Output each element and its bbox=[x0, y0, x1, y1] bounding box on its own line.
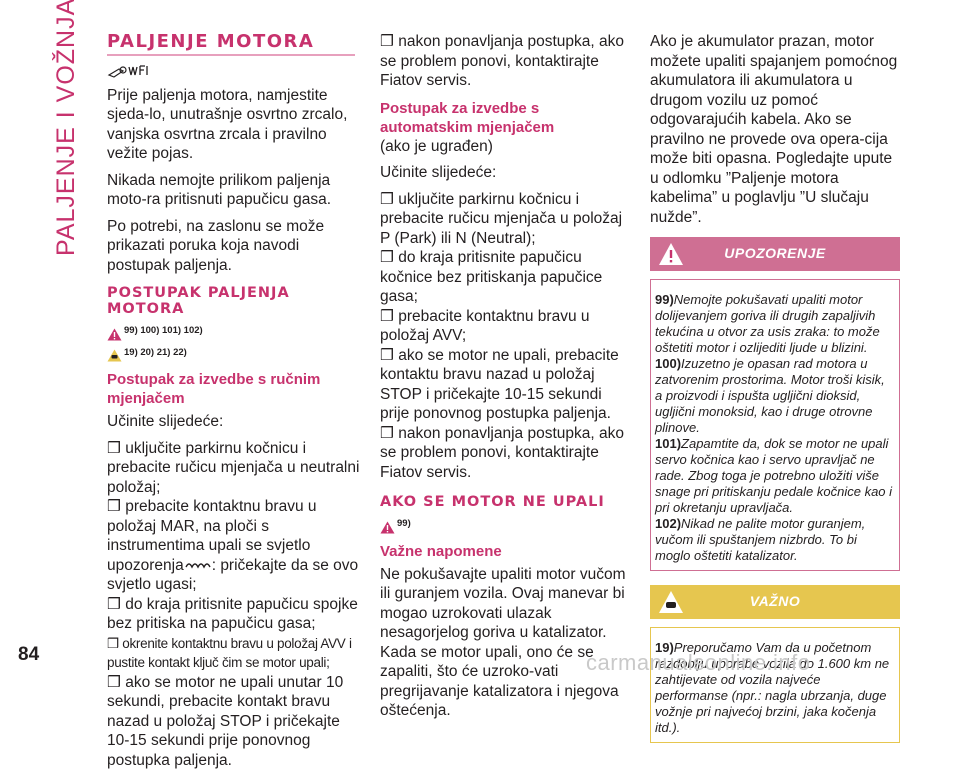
important-refs: 19) 20) 21) 22) bbox=[107, 343, 362, 363]
warning-99: 99)Nemojte pokušavati upaliti motor doli… bbox=[655, 292, 895, 356]
warning-refs-text: 99) 100) 101) 102) bbox=[124, 321, 203, 341]
warning-refs: 99) 100) 101) 102) bbox=[107, 321, 362, 341]
auto-step-5: ❒ nakon ponavljanja postupka, ako se pro… bbox=[380, 424, 632, 483]
intro-paragraph-1: Prije paljenja motora, namjestite sjeda-… bbox=[107, 86, 362, 164]
important-box: 19)Preporučamo Vam da u početnom razdobl… bbox=[650, 627, 900, 743]
warning-101: 101)Zapamtite da, dok se motor ne upali … bbox=[655, 436, 895, 516]
column-1: PALJENJE MOTORA Prije paljenja motora, n… bbox=[107, 32, 362, 770]
column-3: Ako je akumulator prazan, motor možete u… bbox=[650, 32, 900, 743]
warning-101-num: 101) bbox=[655, 436, 681, 451]
auto-step-1: ❒ uključite parkirnu kočnicu i prebacite… bbox=[380, 190, 632, 249]
manual-step-3: ❒ do kraja pritisnite papučicu spojke be… bbox=[107, 595, 362, 634]
no-start-refs: 99) bbox=[380, 514, 632, 534]
chapter-side-title-text: PALJENJE I VOŽNJA bbox=[52, 0, 81, 256]
warning-99-num: 99) bbox=[655, 292, 674, 307]
warning-101-text: Zapamtite da, dok se motor ne upali serv… bbox=[655, 436, 892, 515]
page-title: PALJENJE MOTORA bbox=[107, 32, 355, 56]
manual-step-2: ❒ prebacite kontaktnu bravu u položaj MA… bbox=[107, 497, 362, 595]
warning-box: 99)Nemojte pokušavati upaliti motor doli… bbox=[650, 279, 900, 571]
important-notes-title: Važne napomene bbox=[380, 542, 632, 561]
intro-paragraph-3: Po potrebi, na zaslonu se može prikazati… bbox=[107, 217, 362, 276]
warning-triangle-icon bbox=[107, 328, 122, 341]
engine-no-start-title: AKO SE MOTOR NE UPALI bbox=[380, 494, 632, 510]
auto-step-3: ❒ prebacite kontaktnu bravu u položaj AV… bbox=[380, 307, 632, 346]
manual-step-6: ❒ nakon ponavljanja postupka, ako se pro… bbox=[380, 32, 632, 91]
manual-step-4: ❒ okrenite kontaktnu bravu u položaj AVV… bbox=[107, 634, 362, 673]
manual-step-5: ❒ ako se motor ne upali unutar 10 sekund… bbox=[107, 673, 362, 770]
important-car-icon bbox=[107, 349, 122, 362]
warning-102-num: 102) bbox=[655, 516, 681, 531]
important-refs-text: 19) 20) 21) 22) bbox=[124, 343, 187, 363]
warning-banner-title: UPOZORENJE bbox=[724, 244, 825, 264]
column-2: ❒ nakon ponavljanja postupka, ako se pro… bbox=[380, 32, 632, 728]
warning-102: 102)Nikad ne palite motor guranjem, vučo… bbox=[655, 516, 895, 564]
warning-banner: UPOZORENJE bbox=[650, 237, 900, 271]
automatic-note: (ako je ugrađen) bbox=[380, 137, 632, 157]
page-number: 84 bbox=[18, 644, 39, 666]
auto-step-4: ❒ ako se motor ne upali, prebacite konta… bbox=[380, 346, 632, 424]
battery-paragraph: Ako je akumulator prazan, motor možete u… bbox=[650, 32, 900, 227]
chapter-side-title: PALJENJE I VOŽNJA bbox=[52, 36, 80, 256]
warning-100: 100)Izuzetno je opasan rad motora u zatv… bbox=[655, 356, 895, 436]
warning-100-num: 100) bbox=[655, 356, 681, 371]
important-banner: VAŽNO bbox=[650, 585, 900, 619]
manual-step-1: ❒ uključite parkirnu kočnicu i prebacite… bbox=[107, 439, 362, 498]
warning-triangle-icon bbox=[658, 242, 684, 266]
important-banner-title: VAŽNO bbox=[750, 592, 800, 612]
warning-triangle-icon bbox=[380, 521, 395, 534]
glow-plug-light-icon bbox=[184, 559, 212, 571]
intro-paragraph-2: Nikada nemojte prilikom paljenja moto-ra… bbox=[107, 171, 362, 210]
auto-step-2: ❒ do kraja pritisnite papučicu kočnice b… bbox=[380, 248, 632, 307]
auto-do-following-text: Učinite slijedeće: bbox=[380, 163, 632, 183]
watermark: carmanualsonline.info bbox=[586, 650, 811, 676]
section-title-start-procedure: POSTUPAK PALJENJA MOTORA bbox=[107, 285, 362, 317]
do-following-text: Učinite slijedeće: bbox=[107, 412, 362, 432]
key-ignition-icon bbox=[107, 62, 151, 80]
important-car-icon bbox=[658, 590, 684, 614]
automatic-gearbox-title: Postupak za izvedbe s automatskim mjenja… bbox=[380, 99, 632, 137]
manual-gearbox-title: Postupak za izvedbe s ručnim mjenjačem bbox=[107, 370, 362, 408]
important-notes-text: Ne pokušavajte upaliti motor vučom ili g… bbox=[380, 565, 632, 721]
warning-100-text: Izuzetno je opasan rad motora u zatvoren… bbox=[655, 356, 885, 435]
warning-99-text: Nemojte pokušavati upaliti motor dolijev… bbox=[655, 292, 880, 355]
no-start-refs-text: 99) bbox=[397, 514, 411, 534]
warning-102-text: Nikad ne palite motor guranjem, vučom il… bbox=[655, 516, 865, 563]
